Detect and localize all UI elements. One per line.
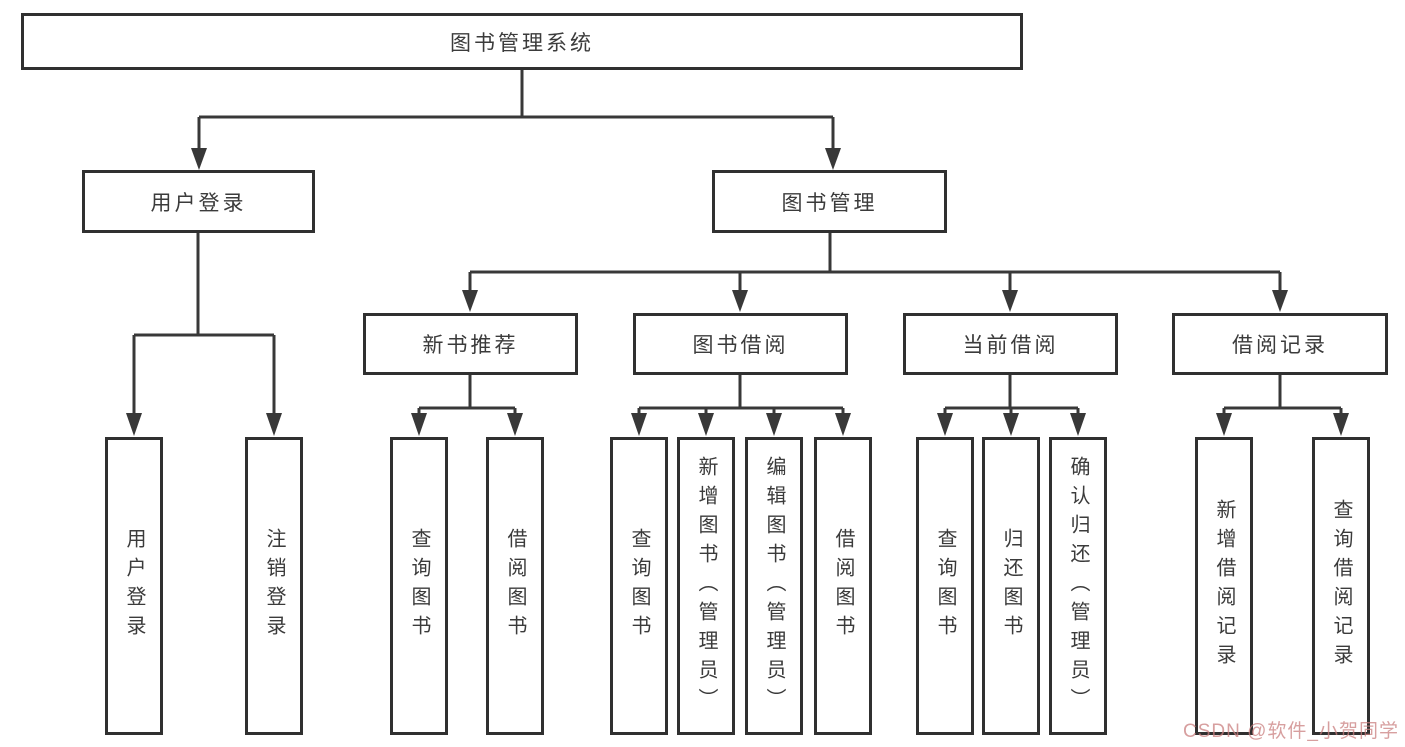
connector-current-borrow-to-leaves xyxy=(943,374,1080,414)
arrowhead xyxy=(507,413,523,436)
arrowhead xyxy=(937,413,953,436)
connector-user-login-to-leaves xyxy=(132,233,276,414)
leaf-edit-books-admin: 编辑图书（管理员） xyxy=(745,437,803,735)
node-current-borrow: 当前借阅 xyxy=(903,313,1118,375)
arrowhead xyxy=(631,413,647,436)
leaf-query-books-recommend: 查询图书 xyxy=(390,437,448,735)
leaf-query-books-borrow: 查询图书 xyxy=(610,437,668,735)
node-borrow-records: 借阅记录 xyxy=(1172,313,1388,375)
leaf-logout: 注销登录 xyxy=(245,437,303,735)
arrowhead xyxy=(411,413,427,436)
leaf-borrow-books: 借阅图书 xyxy=(814,437,872,735)
connector-book-borrow-to-leaves xyxy=(637,374,845,414)
arrowhead xyxy=(825,148,841,170)
arrowhead xyxy=(1272,290,1288,312)
node-book-borrow: 图书借阅 xyxy=(633,313,848,375)
leaf-return-books: 归还图书 xyxy=(982,437,1040,735)
leaf-borrow-books-recommend: 借阅图书 xyxy=(486,437,544,735)
arrowhead xyxy=(732,290,748,312)
node-root: 图书管理系统 xyxy=(21,13,1023,70)
leaf-user-login: 用户登录 xyxy=(105,437,163,735)
connector-new-book-to-leaves xyxy=(417,374,517,414)
connector-borrow-records-to-leaves xyxy=(1222,374,1343,414)
arrowhead xyxy=(462,290,478,312)
node-user-login: 用户登录 xyxy=(82,170,315,233)
arrowhead xyxy=(1333,413,1349,436)
node-new-book-recommend: 新书推荐 xyxy=(363,313,578,375)
arrowhead xyxy=(835,413,851,436)
arrowhead xyxy=(191,148,207,170)
node-book-management: 图书管理 xyxy=(712,170,947,233)
arrowhead xyxy=(1216,413,1232,436)
arrowhead xyxy=(1003,413,1019,436)
arrowhead xyxy=(266,413,282,436)
leaf-query-borrow-record: 查询借阅记录 xyxy=(1312,437,1370,735)
arrowhead xyxy=(126,413,142,436)
leaf-add-borrow-record: 新增借阅记录 xyxy=(1195,437,1253,735)
arrowhead xyxy=(1070,413,1086,436)
connector-root-to-level1 xyxy=(197,70,835,150)
leaf-query-books-current: 查询图书 xyxy=(916,437,974,735)
arrowhead xyxy=(1002,290,1018,312)
connector-book-management-to-level2 xyxy=(468,233,1282,291)
watermark-text: CSDN @软件_小贺同学 xyxy=(1183,721,1399,742)
leaf-add-books-admin: 新增图书（管理员） xyxy=(677,437,735,735)
arrowhead xyxy=(698,413,714,436)
arrowheads xyxy=(126,148,1349,436)
arrowhead xyxy=(766,413,782,436)
leaf-confirm-return-admin: 确认归还（管理员） xyxy=(1049,437,1107,735)
